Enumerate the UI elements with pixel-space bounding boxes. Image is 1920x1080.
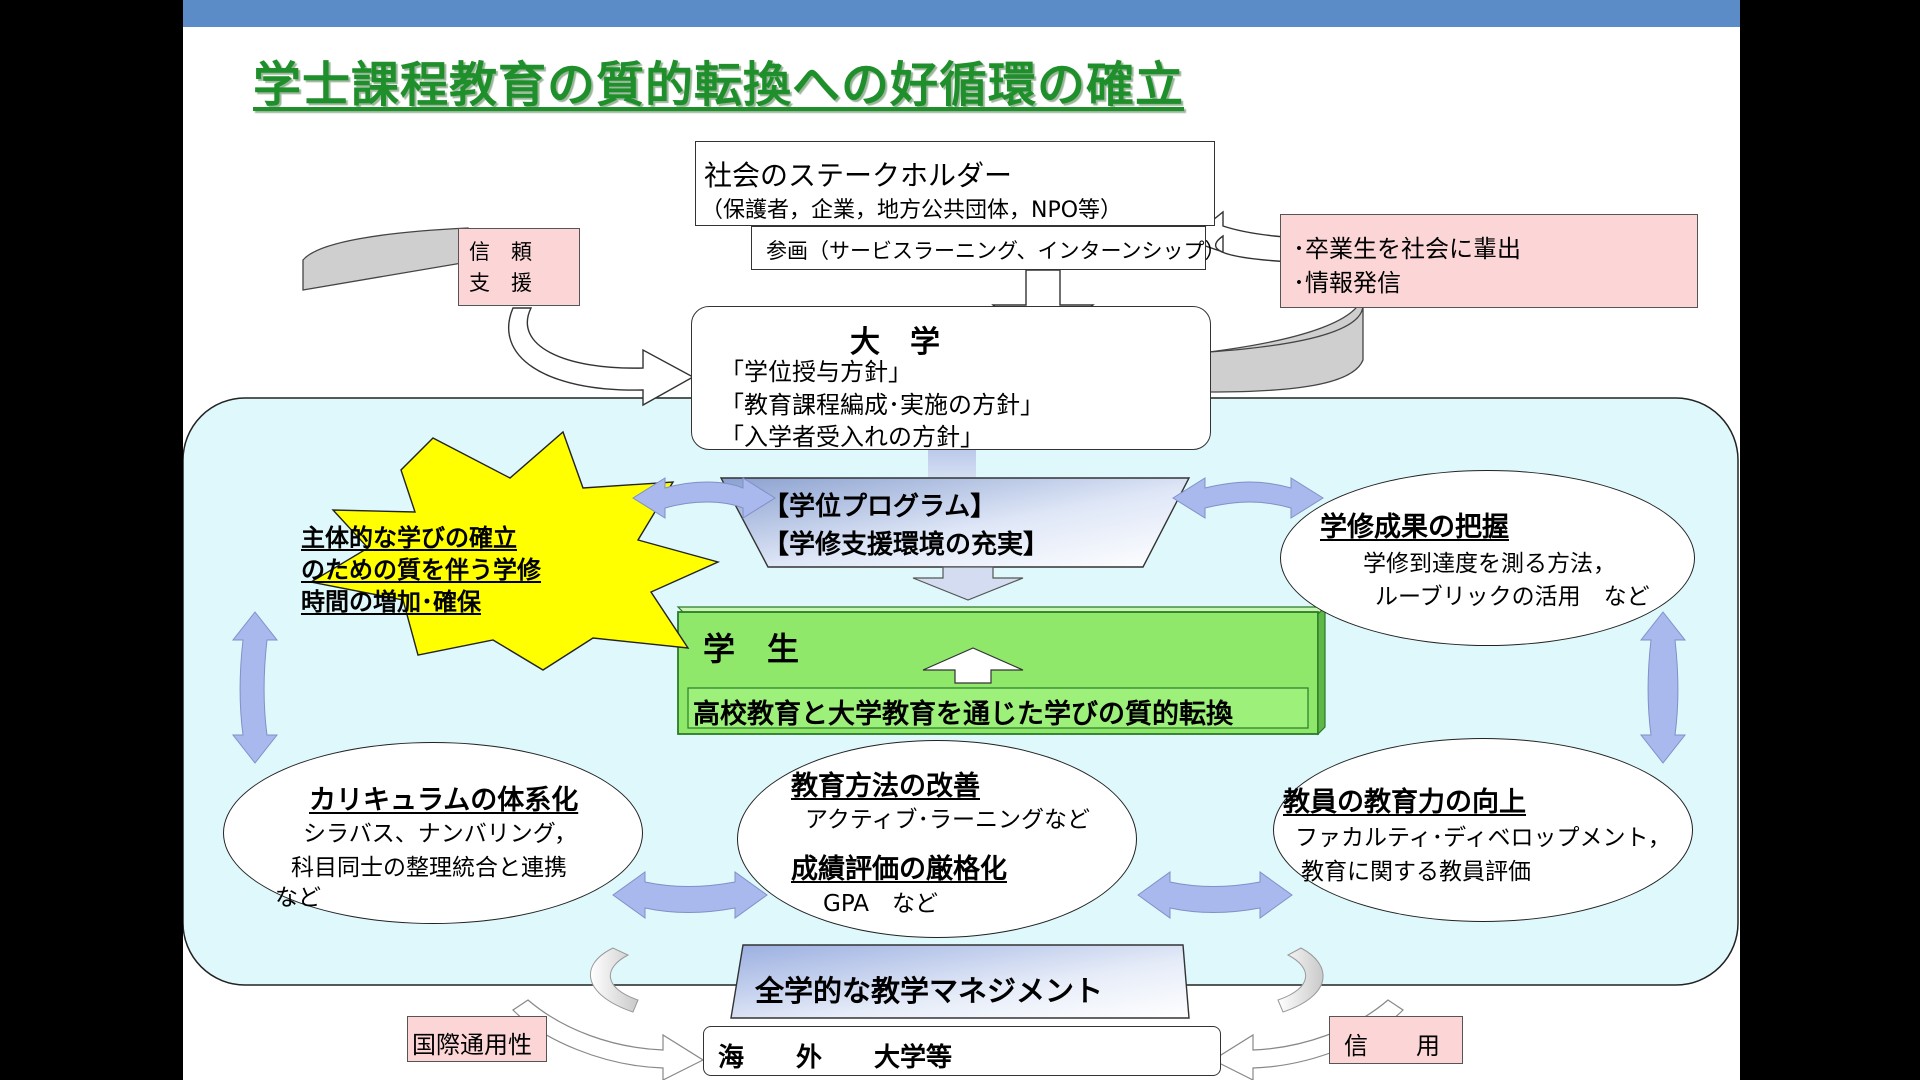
outcomes-title: 学修成果の把握 (1320, 512, 1509, 543)
grey-curve-bottom-right (1277, 947, 1324, 1013)
page-title: 学士課程教育の質的転換への好循環の確立 (253, 57, 1185, 113)
grey-curve-left (302, 227, 469, 291)
curriculum-line1: シラバス、ナンバリング， (303, 821, 578, 847)
curriculum-ellipse (223, 742, 643, 924)
methods-title: 教育方法の改善 (791, 771, 980, 802)
stakeholders-subtitle: （保護者，企業，地方公共団体，NPO等） (701, 198, 1123, 223)
faculty-title: 教員の教育力の向上 (1283, 787, 1526, 818)
diagram-canvas (183, 210, 1739, 1080)
outcomes-ellipse (1280, 470, 1695, 646)
trust-support-box: 信 頼 支 援 (458, 228, 580, 306)
double-arrow-star-curriculum (231, 611, 279, 764)
double-arrow-star-program (632, 477, 776, 519)
support-label: 支 援 (469, 271, 532, 295)
management-trapezoid (730, 944, 1190, 1019)
university-box: 大 学 「学位授与方針」 「教育課程編成･実施の方針」 「入学者受入れの方針」 (691, 306, 1211, 451)
up-arrow (922, 647, 1024, 684)
grey-curve-bottom-left (589, 947, 639, 1013)
star-line2: のための質を伴う学修 (301, 556, 541, 584)
curriculum-title: カリキュラムの体系化 (309, 785, 579, 816)
info-label: ･情報発信 (1293, 269, 1401, 297)
student-subtitle-box (687, 687, 1309, 729)
stakeholders-box: 社会のステークホルダー （保護者，企業，地方公共団体，NPO等） (695, 141, 1215, 226)
graduates-label: ･卒業生を社会に輩出 (1293, 235, 1521, 263)
double-arrow-outcomes-faculty (1639, 611, 1687, 764)
star-line3: 時間の増加･確保 (301, 588, 481, 616)
methods-line1: アクティブ･ラーニングなど (805, 807, 1090, 833)
star-line1: 主体的な学びの確立 (301, 524, 517, 552)
student-subtitle: 高校教育と大学教育を通じた学びの質的転換 (693, 699, 1233, 730)
methods-line2: GPA など (823, 891, 938, 917)
stakeholders-title: 社会のステークホルダー (704, 159, 1013, 192)
policy-degree: 「学位授与方針」 (720, 358, 912, 386)
grey-curve-right-body (1208, 304, 1364, 393)
student-box-side (1317, 605, 1326, 736)
faculty-line1: ファカルティ･ディベロップメント， (1295, 825, 1671, 851)
star-burst (309, 430, 721, 671)
policy-curriculum: 「教育課程編成･実施の方針」 (720, 391, 1044, 419)
down-arrow-student (912, 566, 1024, 601)
program-trapezoid (719, 477, 1191, 568)
faculty-ellipse (1273, 738, 1693, 922)
slide: 学士課程教育の質的転換への好循環の確立 (183, 0, 1740, 1080)
outcomes-line2: ルーブリックの活用 など (1375, 584, 1650, 610)
curriculum-line3: など (275, 885, 321, 911)
program-label: 【学位プログラム】 (763, 492, 997, 522)
participation-box: 参画（サービスラーニング、インターンシップ） (751, 226, 1225, 270)
double-arrow-curriculum-methods (612, 871, 768, 919)
management-label: 全学的な教学マネジメント (755, 974, 1104, 1008)
intl-box: 国際通用性 (407, 1016, 547, 1062)
intl-label: 国際通用性 (412, 1031, 532, 1059)
top-bar (183, 0, 1740, 27)
credit-label: 信 用 (1344, 1032, 1440, 1060)
outcomes-line1: 学修到達度を測る方法， (1363, 551, 1616, 577)
methods-ellipse (737, 740, 1137, 938)
overseas-box: 海 外 大学等 (703, 1026, 1221, 1076)
credit-box: 信 用 (1329, 1016, 1463, 1064)
faculty-line2: 教育に関する教員評価 (1301, 859, 1531, 885)
overseas-label: 海 外 大学等 (718, 1043, 953, 1073)
policy-admission: 「入学者受入れの方針」 (720, 423, 984, 451)
double-arrow-program-outcomes (1172, 477, 1324, 519)
grading-title: 成績評価の厳格化 (791, 854, 1007, 885)
participation-label: 参画（サービスラーニング、インターンシップ） (766, 239, 1226, 263)
curriculum-line2: 科目同士の整理統合と連携 (291, 855, 567, 881)
outline-arrow-left (507, 307, 695, 407)
trust-label: 信 頼 (469, 240, 532, 264)
university-title: 大 学 (850, 325, 940, 360)
support-env-label: 【学修支援環境の充実】 (763, 530, 1050, 560)
graduates-info-box: ･卒業生を社会に輩出 ･情報発信 (1280, 214, 1698, 308)
double-arrow-methods-faculty (1137, 871, 1293, 919)
student-title: 学 生 (703, 630, 800, 668)
